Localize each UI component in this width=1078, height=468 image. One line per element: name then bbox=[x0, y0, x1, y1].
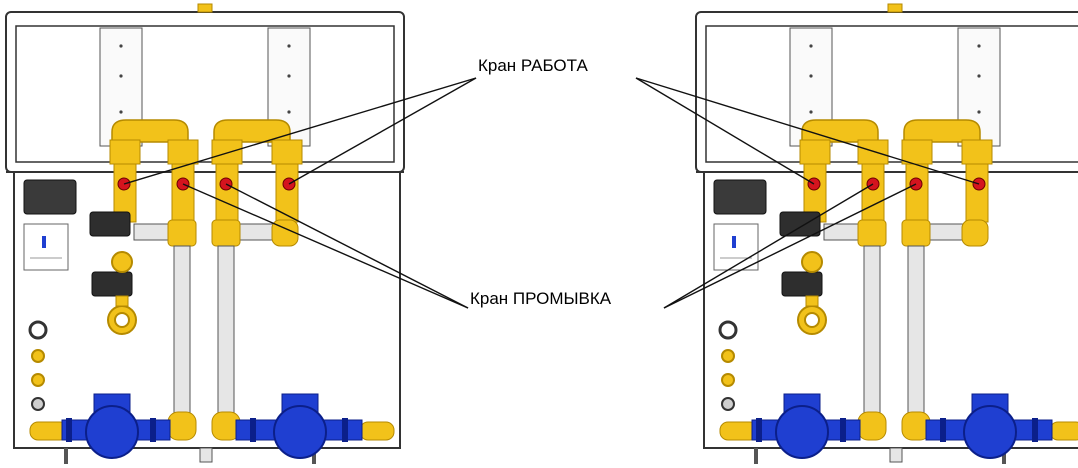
left-unit bbox=[4, 2, 406, 466]
callout-work-valve: Кран РАБОТА bbox=[478, 56, 588, 75]
right-unit bbox=[694, 2, 1078, 466]
leaders-flush-valve bbox=[182, 183, 917, 309]
callout-flush-valve: Кран ПРОМЫВКА bbox=[470, 289, 612, 308]
leaders-work-valve bbox=[123, 77, 980, 185]
